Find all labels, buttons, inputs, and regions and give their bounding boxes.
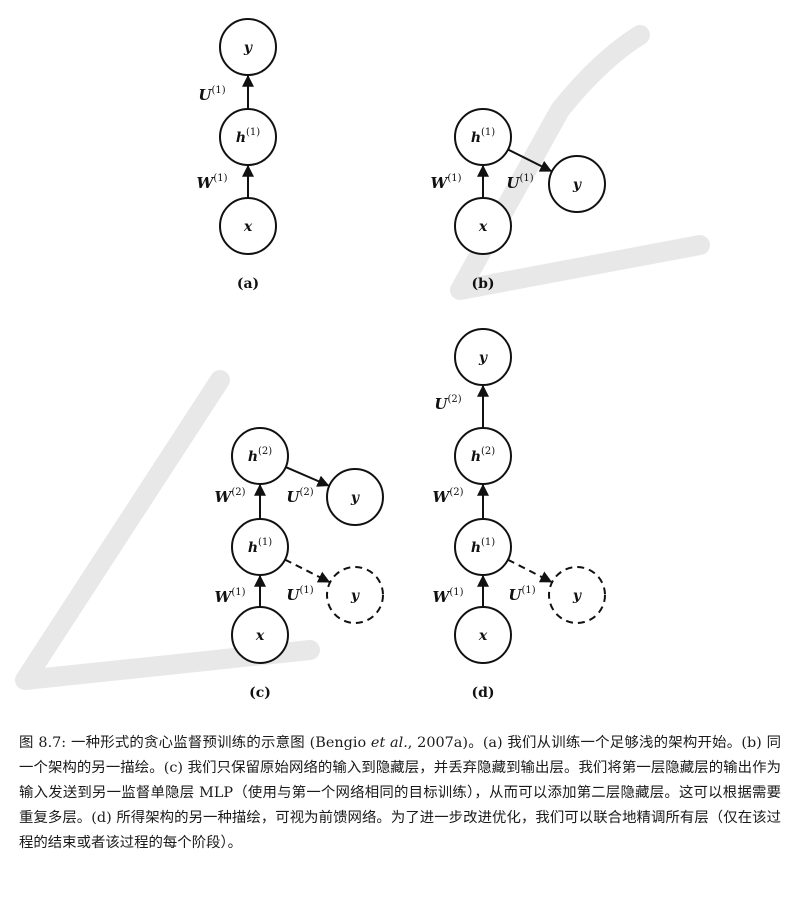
node-x: x xyxy=(219,197,277,255)
draft-watermark xyxy=(15,25,710,690)
edge-weight-label: U(2) xyxy=(434,394,461,414)
edge-weight-label: U(2) xyxy=(286,487,313,507)
edge-weight-label: U(1) xyxy=(286,585,313,605)
weight-W2: W(2) xyxy=(214,487,245,507)
node-circle xyxy=(326,468,384,526)
weight-U1: U(1) xyxy=(508,585,535,605)
panel-label: (d) xyxy=(471,685,494,701)
node-circle xyxy=(326,566,384,624)
node-y1: y xyxy=(326,566,384,624)
node-circle xyxy=(454,518,512,576)
panel-c: W(1) W(2) U(2) U(1) h(2) y h(1) y x (c) xyxy=(214,427,384,701)
node-label: y xyxy=(243,40,253,56)
node-circle xyxy=(219,108,277,166)
figure-caption: 图 8.7: 一种形式的贪心监督预训练的示意图 (Bengio et al., … xyxy=(19,731,781,856)
figure-diagram: W(1)U(1)yh(1)x(a)W(1)U(1)h(1)yx(b)W(1)W(… xyxy=(15,18,710,701)
node-circle xyxy=(454,427,512,485)
node-label: x xyxy=(255,628,265,644)
node-circle xyxy=(548,566,606,624)
node-label: y xyxy=(350,490,360,506)
edge-h1-to-y1 xyxy=(284,558,331,583)
weight-W2: W(2) xyxy=(432,487,463,507)
node-label: y xyxy=(572,177,582,193)
node-label: x xyxy=(478,219,488,235)
weight-W1: W(1) xyxy=(432,587,463,607)
edge-weight-label: U(1) xyxy=(198,85,225,105)
node-circle xyxy=(231,606,289,664)
node-x: x xyxy=(454,197,512,255)
node-label: x xyxy=(243,219,253,235)
node-y1: y xyxy=(548,566,606,624)
node-y2: y xyxy=(454,328,512,386)
node-circle xyxy=(454,108,512,166)
node-label: x xyxy=(478,628,488,644)
edge-arrow xyxy=(507,558,553,583)
weight-U1: U(1) xyxy=(286,585,313,605)
node-label: y xyxy=(350,588,360,604)
weight-W1: W(1) xyxy=(430,173,461,193)
node-circle xyxy=(219,18,277,76)
node-circle xyxy=(231,427,289,485)
caption-prefix: 图 8.7: 一种形式的贪心监督预训练的示意图 (Bengio xyxy=(19,735,371,751)
node-circle xyxy=(454,606,512,664)
panel-d: W(1) W(2) U(2) U(1) y h(2) h(1) y x (d) xyxy=(432,328,606,701)
edge-arrow xyxy=(507,148,553,172)
node-circle xyxy=(219,197,277,255)
edge-weight-label: W(1) xyxy=(196,173,227,193)
node-h1: h(1) xyxy=(219,108,277,166)
node-h2: h(2) xyxy=(231,427,289,485)
weight-W1: W(1) xyxy=(214,587,245,607)
weight-U2: U(2) xyxy=(434,394,461,414)
edge-weight-label: W(2) xyxy=(432,487,463,507)
panel-label: (b) xyxy=(471,276,494,292)
edge-weight-label: W(2) xyxy=(214,487,245,507)
node-label: y xyxy=(478,350,488,366)
edge-h2-to-y2 xyxy=(285,466,330,487)
node-y: y xyxy=(548,155,606,213)
node-label: h(2) xyxy=(248,446,272,466)
node-label: y xyxy=(572,588,582,604)
weight-U2: U(2) xyxy=(286,487,313,507)
node-y: y xyxy=(219,18,277,76)
panel-label: (a) xyxy=(237,276,259,292)
panel-label: (c) xyxy=(249,685,271,701)
edge-arrow xyxy=(285,466,330,487)
edge-weight-label: W(1) xyxy=(432,587,463,607)
node-h1: h(1) xyxy=(454,108,512,166)
node-circle xyxy=(454,328,512,386)
node-circle xyxy=(231,518,289,576)
node-h1: h(1) xyxy=(454,518,512,576)
node-x: x xyxy=(231,606,289,664)
edge-weight-label: U(1) xyxy=(508,585,535,605)
node-label: h(1) xyxy=(471,127,495,147)
node-label: h(1) xyxy=(471,537,495,557)
panel-a: W(1) U(1) y h(1) x (a) xyxy=(196,18,277,292)
edge-weight-label: W(1) xyxy=(214,587,245,607)
node-x: x xyxy=(454,606,512,664)
node-h1: h(1) xyxy=(231,518,289,576)
node-label: h(1) xyxy=(248,537,272,557)
weight-U1: U(1) xyxy=(198,85,225,105)
node-circle xyxy=(548,155,606,213)
panel-b: W(1) U(1) h(1) y x (b) xyxy=(430,108,606,292)
weight-W1: W(1) xyxy=(196,173,227,193)
edge-arrow xyxy=(284,558,331,583)
node-y2: y xyxy=(326,468,384,526)
caption-suffix: , 2007a)。(a) 我们从训练一个足够浅的架构开始。(b) 同一个架构的另… xyxy=(19,735,781,851)
weight-U1: U(1) xyxy=(506,173,533,193)
edge-h1-to-y xyxy=(507,148,553,172)
node-label: h(1) xyxy=(236,127,260,147)
edge-h1-to-y1 xyxy=(507,558,553,583)
node-label: h(2) xyxy=(471,446,495,466)
edge-weight-label: W(1) xyxy=(430,173,461,193)
node-circle xyxy=(454,197,512,255)
caption-etal: et al. xyxy=(370,735,408,751)
edge-weight-label: U(1) xyxy=(506,173,533,193)
node-h2: h(2) xyxy=(454,427,512,485)
